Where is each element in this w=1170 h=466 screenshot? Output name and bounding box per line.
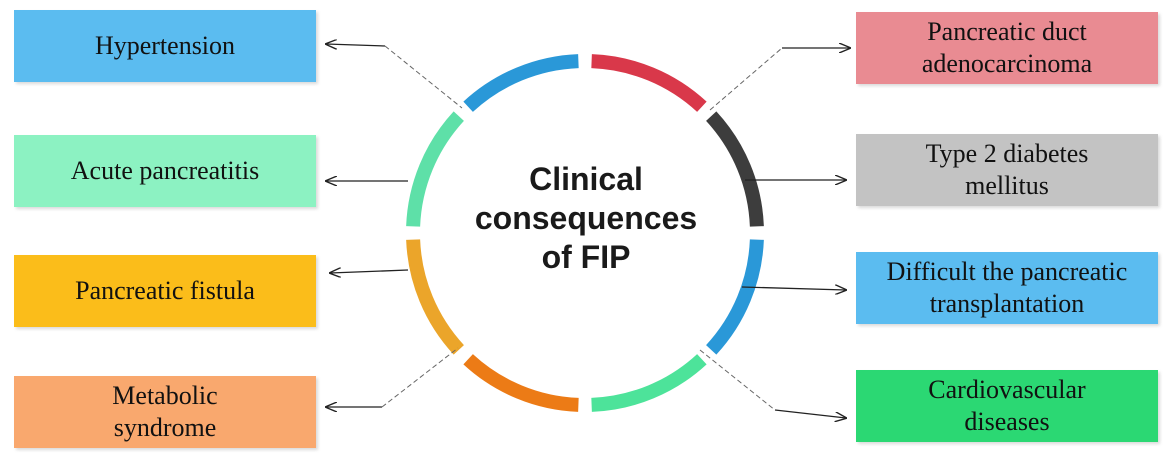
box-metabolic-syndrome: Metabolic syndrome [14, 376, 316, 448]
box-label: Metabolic syndrome [112, 381, 218, 442]
box-label: Acute pancreatitis [70, 156, 260, 185]
box-cardiovascular-diseases: Cardiovascular diseases [856, 370, 1158, 442]
box-type-2-diabetes: Type 2 diabetes mellitus [856, 134, 1158, 206]
arrow-cardiovascular [774, 409, 846, 418]
ring-segment [406, 111, 464, 227]
box-hypertension: Hypertension [14, 10, 316, 82]
box-label: Pancreatic fistula [75, 276, 255, 305]
arrow-pancreatic-fistula [330, 270, 409, 273]
box-label: Pancreatic duct adenocarcinoma [921, 17, 1093, 78]
ring-segment [591, 354, 707, 412]
ring-segment [463, 354, 579, 412]
ring-segment [706, 239, 764, 355]
box-label: Difficult the pancreatic transplantation [886, 257, 1128, 318]
center-title: Clinical consequences of FIP [474, 161, 698, 275]
ring-segment [463, 54, 579, 112]
dashed-link-hypertension [384, 45, 463, 109]
ring-segment [591, 54, 707, 112]
box-difficult-transplantation: Difficult the pancreatic transplantation [856, 252, 1158, 324]
dashed-link-pancreatic-duct [709, 47, 783, 111]
box-label: Hypertension [94, 31, 236, 60]
box-acute-pancreatitis: Acute pancreatitis [14, 135, 316, 207]
box-label: Cardiovascular diseases [928, 375, 1086, 436]
ring-center-disc [421, 69, 749, 397]
ring-segment [406, 239, 464, 355]
dashed-link-cardiovascular [699, 349, 776, 411]
dashed-link-metabolic-syndrome [381, 347, 459, 408]
arrow-difficult-transplantation [741, 287, 846, 290]
box-label: Type 2 diabetes mellitus [925, 139, 1089, 200]
ring-segment [706, 111, 764, 227]
box-pancreatic-fistula: Pancreatic fistula [14, 255, 316, 327]
arrow-hypertension [326, 44, 386, 46]
box-pancreatic-duct-adenocarcinoma: Pancreatic duct adenocarcinoma [856, 12, 1158, 84]
consequence-ring [406, 54, 764, 412]
